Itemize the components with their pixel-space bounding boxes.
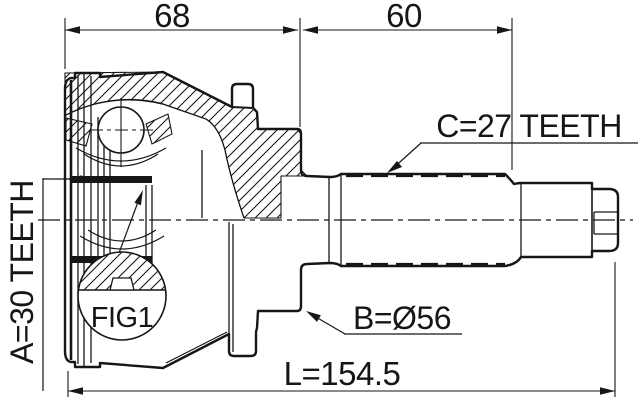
wedge-left bbox=[65, 117, 93, 147]
cavity-back-curve bbox=[159, 102, 245, 219]
arrowhead bbox=[497, 26, 512, 34]
arrowhead bbox=[600, 387, 615, 395]
lower-race-curve bbox=[87, 229, 157, 242]
detail-balloon-fig1: FIG1 bbox=[77, 190, 167, 341]
outer-spline-label: C=27 TEETH bbox=[436, 108, 622, 144]
bearing-ball bbox=[90, 98, 153, 167]
wedge-right bbox=[145, 113, 173, 145]
arrowhead bbox=[387, 161, 402, 173]
arrowhead bbox=[303, 26, 318, 34]
dim-68-value: 68 bbox=[154, 0, 190, 34]
arrowhead bbox=[68, 387, 83, 395]
body-diameter-label: B=Ø56 bbox=[353, 300, 451, 336]
inner-spline-label: A=30 TEETH bbox=[4, 180, 40, 364]
dimension-overall-length: L=154.5 bbox=[67, 262, 616, 397]
dimension-68: 68 bbox=[64, 0, 301, 127]
arrowhead bbox=[65, 26, 80, 34]
balloon-hatch bbox=[78, 251, 166, 290]
arrowhead bbox=[66, 175, 82, 183]
fig1-label: FIG1 bbox=[91, 302, 153, 334]
label-outer-spline: C=27 TEETH bbox=[387, 108, 638, 173]
label-body-diameter: B=Ø56 bbox=[306, 300, 462, 336]
lower-cone-line bbox=[165, 331, 228, 364]
arrowhead bbox=[306, 311, 321, 322]
shaft-details bbox=[328, 174, 618, 266]
arrowhead bbox=[283, 26, 298, 34]
outer-race-curve bbox=[65, 99, 163, 116]
dim-60-value: 60 bbox=[386, 0, 422, 34]
lower-race-curve bbox=[79, 235, 165, 250]
race-shoulder-wedges bbox=[65, 113, 173, 147]
label-inner-spline: A=30 TEETH bbox=[4, 175, 145, 391]
balloon-leader-line bbox=[118, 201, 139, 254]
snap-ring-groove bbox=[593, 211, 618, 235]
spline-tooth-profile bbox=[109, 277, 135, 291]
dimension-60: 60 bbox=[303, 0, 513, 170]
dim-length-value: L=154.5 bbox=[284, 355, 401, 392]
balloon-leader-arrow bbox=[134, 190, 143, 206]
